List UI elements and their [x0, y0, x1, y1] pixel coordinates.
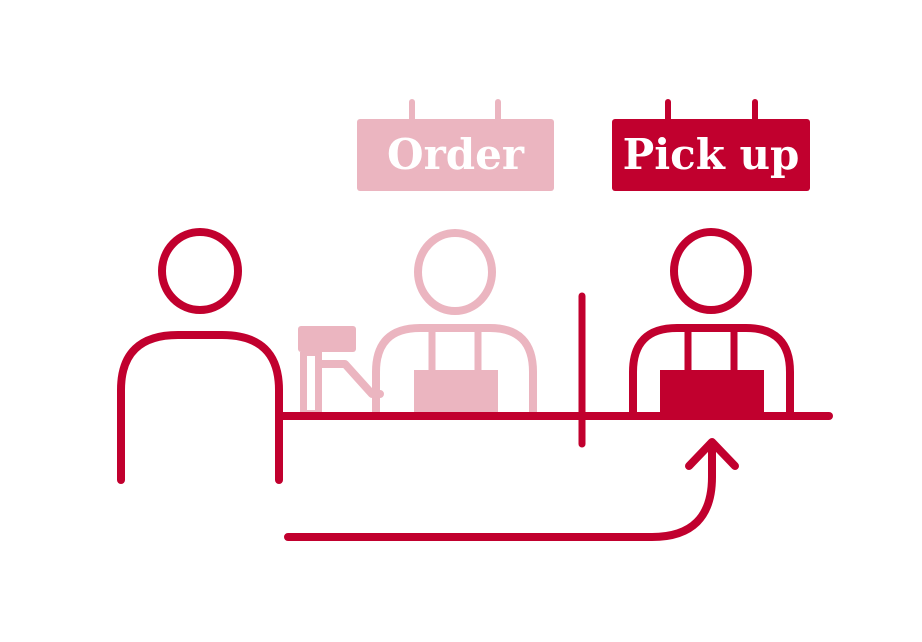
- order-sign-label: Order: [387, 130, 525, 179]
- cash-register-icon: [298, 326, 356, 412]
- flow-arrow-icon: [284, 438, 739, 541]
- cashier-icon: [318, 229, 537, 412]
- pickup-sign-label: Pick up: [623, 130, 800, 179]
- order-sign: Order: [357, 99, 554, 191]
- pickup-sign: Pick up: [612, 99, 810, 191]
- order-sign-board: [357, 119, 554, 191]
- pickup-sign-board: [612, 119, 810, 191]
- customer-icon: [117, 228, 283, 484]
- pickup-staff-icon: [629, 228, 794, 412]
